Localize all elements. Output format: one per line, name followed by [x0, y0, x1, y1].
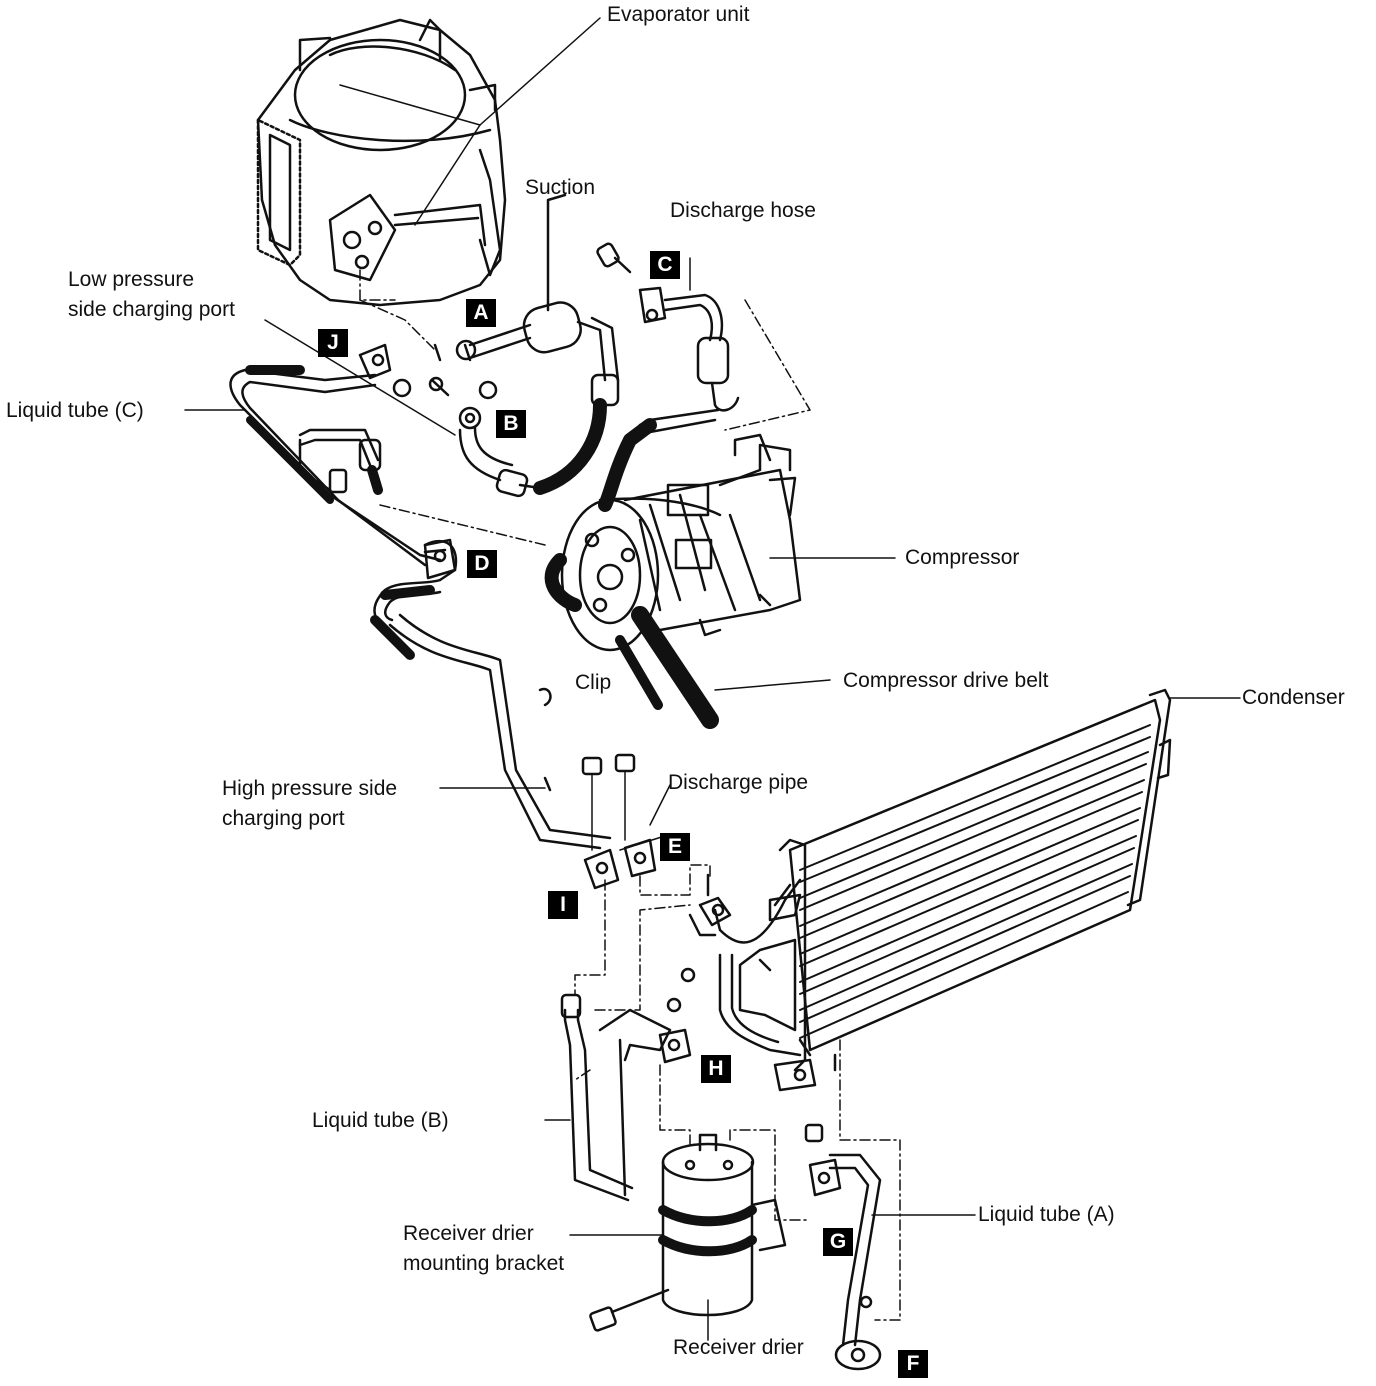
tag-b: B	[496, 410, 526, 438]
discharge-hose-drawing	[596, 242, 811, 512]
liquid-tube-b-drawing	[544, 879, 692, 1202]
tag-c: C	[650, 251, 680, 279]
label-compressor-drive-belt: Compressor drive belt	[843, 669, 1049, 692]
label-low-pressure-port: Low pressure side charging port	[68, 268, 235, 321]
liquid-tube-c-drawing	[229, 365, 612, 850]
compressor-drawing	[560, 433, 802, 652]
evaporator-unit-drawing	[256, 18, 507, 307]
label-suction: Suction	[525, 176, 596, 199]
receiver-drier-drawing	[569, 1129, 811, 1341]
label-liquid-tube-c: Liquid tube (C)	[6, 399, 144, 422]
tag-h: H	[701, 1055, 731, 1083]
label-condenser: Condenser	[1242, 686, 1345, 709]
label-discharge-pipe: Discharge pipe	[668, 771, 809, 794]
label-clip: Clip	[575, 671, 612, 694]
suction-hose-drawing	[458, 193, 620, 498]
label-liquid-tube-b: Liquid tube (B)	[312, 1109, 449, 1132]
label-receiver-drier: Receiver drier	[673, 1336, 804, 1359]
tag-j: J	[318, 329, 348, 357]
liquid-tube-a-drawing	[773, 1038, 976, 1371]
condenser-drawing	[738, 688, 1241, 1072]
tag-a: A	[466, 299, 496, 327]
label-high-pressure-port: High pressure side charging port	[222, 777, 398, 830]
label-evaporator-unit: Evaporator unit	[607, 3, 750, 26]
label-liquid-tube-a: Liquid tube (A)	[978, 1203, 1115, 1226]
tag-f: F	[898, 1350, 928, 1378]
label-discharge-hose: Discharge hose	[670, 199, 816, 222]
tag-d: D	[467, 550, 497, 578]
tag-g: G	[823, 1228, 853, 1256]
tag-e: E	[660, 833, 690, 861]
tag-i: I	[548, 891, 578, 919]
label-compressor: Compressor	[905, 546, 1020, 569]
label-receiver-drier-bracket: Receiver drier mounting bracket	[403, 1222, 565, 1275]
